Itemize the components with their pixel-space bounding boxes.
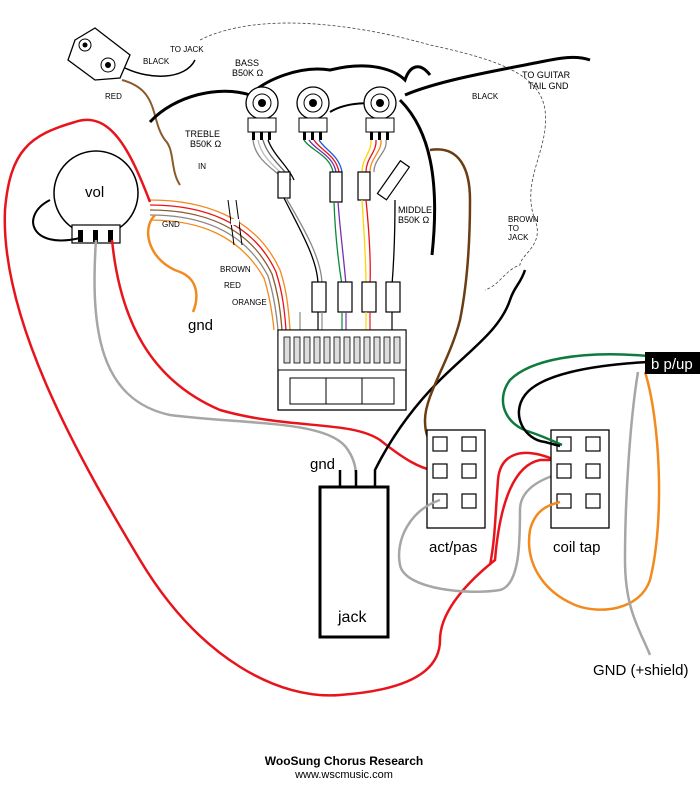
label-middle-name: MIDDLE: [398, 205, 432, 215]
jack-block: [318, 485, 390, 639]
preamp-connector: [277, 329, 407, 411]
coiltap-switch: [550, 429, 610, 529]
label-b-pup: b p/up: [651, 356, 693, 373]
jack-black-wire: [124, 59, 196, 77]
black-jack-wire: [373, 269, 527, 487]
label-jack-small: JACK: [508, 233, 529, 242]
gray-vol-to-jack-wire: [93, 239, 358, 481]
lower-tube-1: [311, 281, 327, 313]
label-in: IN: [198, 162, 206, 171]
preamp-ribbon: [149, 199, 291, 331]
label-brown-to: BROWN: [508, 215, 539, 224]
footer-url: www.wscmusic.com: [294, 769, 393, 781]
treble-pot: [245, 86, 279, 140]
middle-pot: [363, 86, 397, 140]
lower-tube-2: [337, 281, 353, 313]
ribbon-break: [227, 199, 243, 246]
tube-2: [329, 171, 343, 203]
middle-wire-bundle: [361, 139, 387, 173]
label-jack: jack: [337, 609, 367, 626]
gray-actpas-to-coiltap-wire: [397, 473, 556, 593]
green-pickup-wire: [501, 353, 649, 447]
footer-title: WooSung Chorus Research: [265, 754, 423, 768]
bass-wire-bundle: [303, 139, 343, 173]
label-bass-value: B50K Ω: [232, 68, 264, 78]
black-pickup-wire: [517, 360, 649, 448]
red-coiltap-wire: [488, 451, 556, 566]
label-middle-value: B50K Ω: [398, 215, 430, 225]
label-to-guitar: TO GUITAR: [522, 70, 571, 80]
label-treble-name: TREBLE: [185, 129, 220, 139]
gray-pickup-shield-wire: [623, 371, 652, 656]
label-tail-gnd: TAIL GND: [528, 81, 569, 91]
ground-bus-wire: [148, 64, 432, 124]
lower-tube-3: [361, 281, 377, 313]
volume-pot: [53, 150, 139, 244]
brown-to-actpas-wire: [423, 148, 472, 450]
label-act-pas: act/pas: [429, 539, 477, 556]
tube-1: [277, 171, 291, 199]
pickup-label-box: [645, 352, 700, 374]
label-gnd-shield: GND (+shield): [593, 662, 688, 679]
lower-tube-4: [385, 281, 401, 313]
output-jack-part: [67, 27, 131, 81]
red-loop-wire: [3, 118, 555, 697]
label-red-top: RED: [105, 92, 122, 101]
label-to-jack: TO JACK: [170, 45, 204, 54]
bass-pot: [296, 86, 330, 140]
tube-3: [357, 171, 371, 201]
jack-brown-wire: [121, 79, 181, 186]
label-vol: vol: [85, 184, 104, 201]
label-gnd-left: gnd: [188, 317, 213, 334]
label-black-right: BLACK: [472, 92, 499, 101]
label-gnd-small: GND: [162, 220, 180, 229]
label-orange: ORANGE: [232, 298, 267, 307]
label-bass-name: BASS: [235, 58, 259, 68]
vol-ground-wire: [32, 199, 81, 242]
orange-pickup-wire: [527, 371, 661, 611]
label-black-top: BLACK: [143, 57, 170, 66]
connector-wire-ends: [299, 312, 393, 330]
tail-ground-wire: [404, 55, 591, 97]
label-brown: BROWN: [220, 265, 251, 274]
label-red: RED: [224, 281, 241, 290]
pickguard-outline: [199, 22, 546, 291]
actpas-switch: [426, 429, 486, 529]
middle-label-tube: [376, 159, 411, 201]
label-treble-value: B50K Ω: [190, 139, 222, 149]
label-coil-tap: coil tap: [553, 539, 601, 556]
lower-wire-bundle: [283, 197, 396, 286]
red-vol-to-actpas-wire: [110, 239, 433, 472]
label-gnd-jack: gnd: [310, 456, 335, 473]
label-to: TO: [508, 224, 519, 233]
middle-ground-wire: [398, 98, 437, 256]
vol-orange-gnd-wire: [146, 214, 198, 313]
